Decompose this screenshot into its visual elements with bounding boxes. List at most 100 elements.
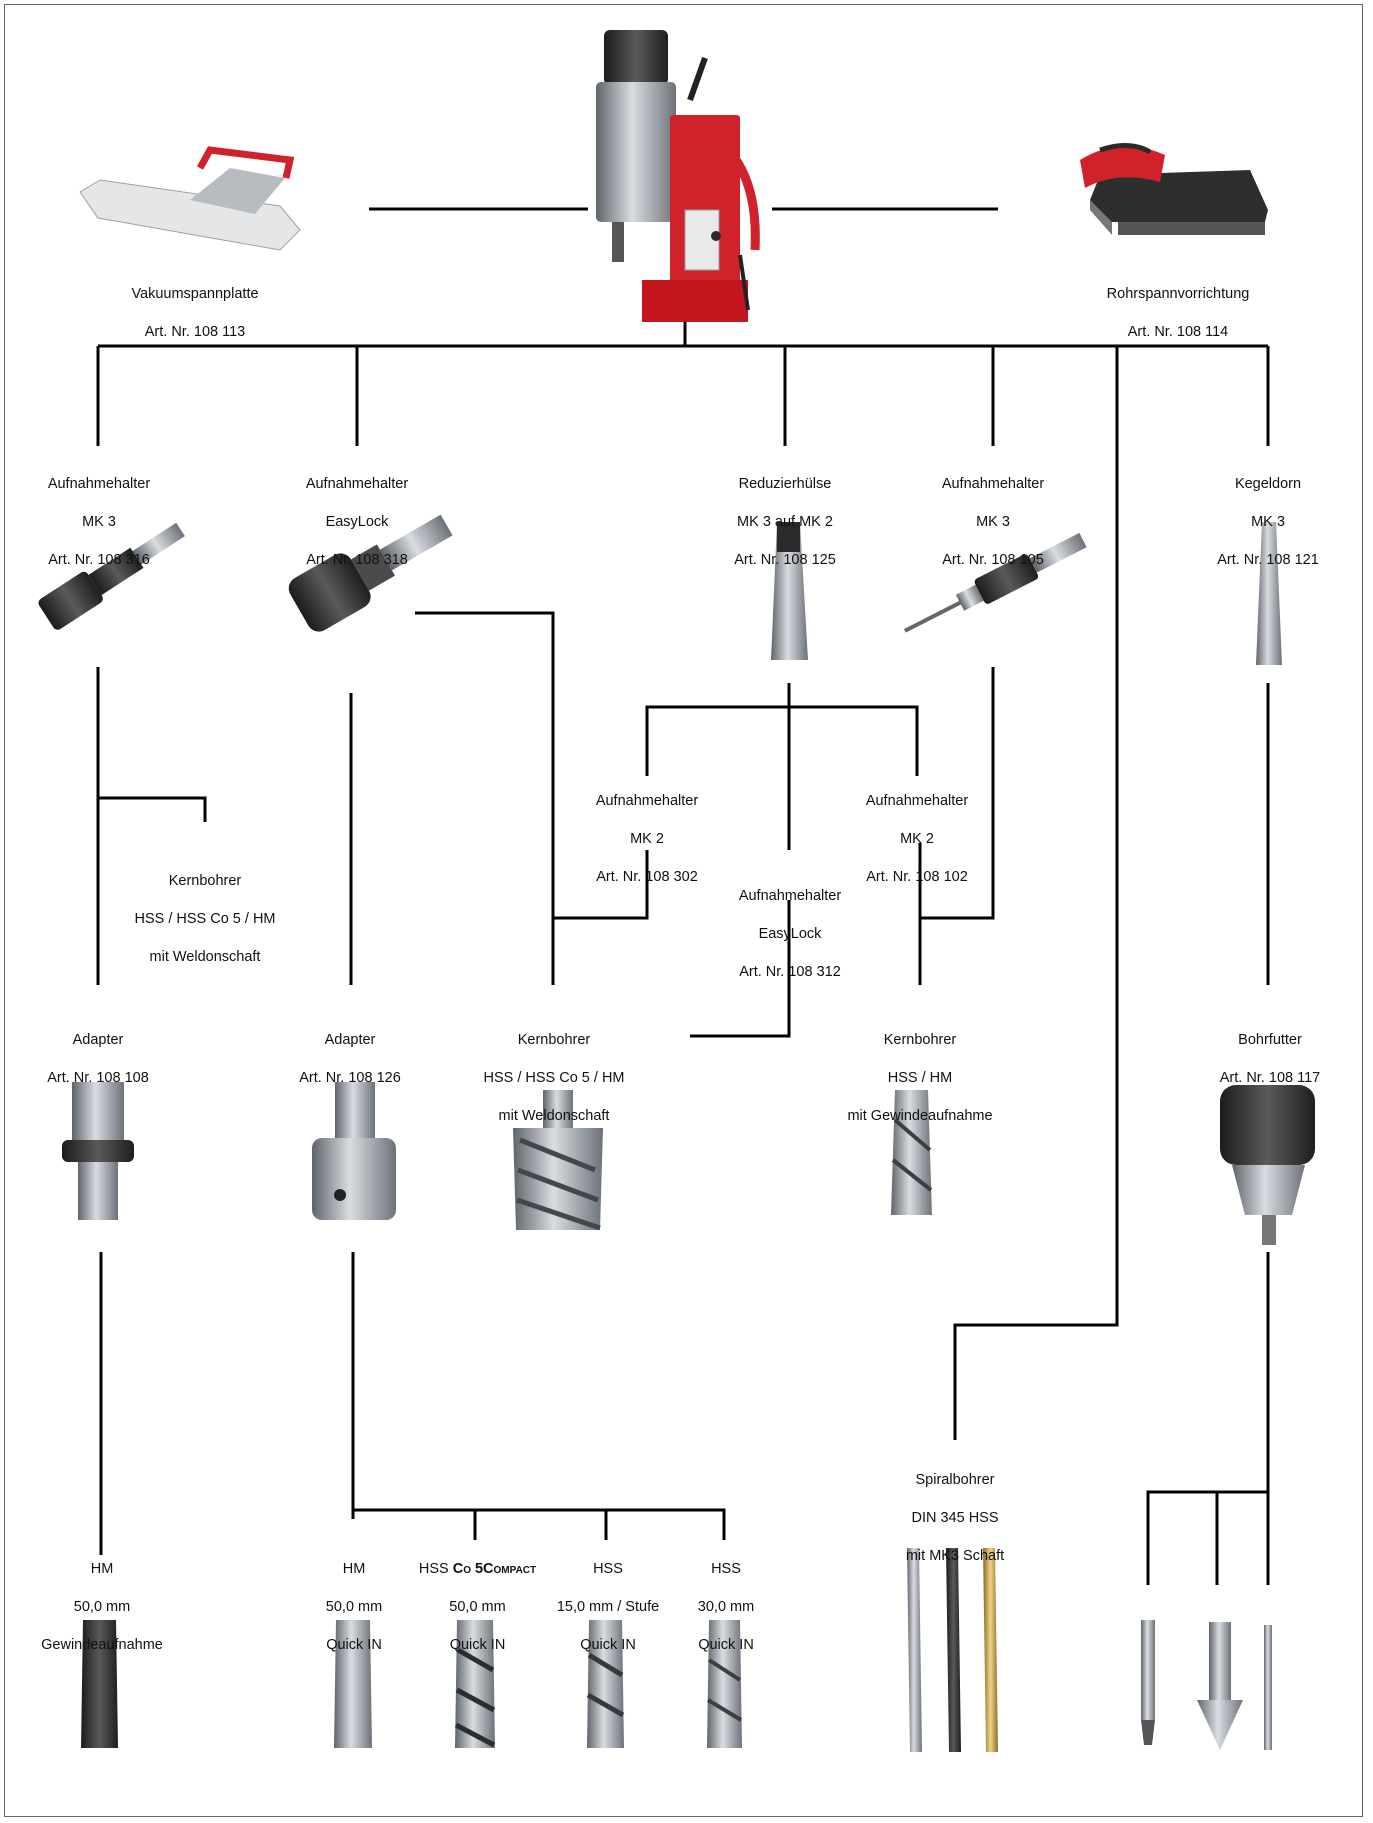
hss-compact-material: HSS Co 5Compact [400,1560,555,1579]
hss-stufe-material: HSS [593,1561,623,1577]
kern-gewinde-material: HSS / HM [887,1070,953,1086]
diagram-frame [4,4,1363,1817]
spiral-standard: DIN 345 HSS [911,1510,999,1526]
reducer-125-type: MK 3 auf MK 2 [737,514,833,530]
pipe-art-nr: Art. Nr. 108 114 [1127,324,1229,340]
connector-spiral [953,346,1119,1440]
core-drill-thread-image [891,1090,933,1215]
vacuum-plate-image [79,146,301,251]
mk3-316-type: MK 3 [82,514,116,530]
mk3-316-name: Aufnahmehalter [47,476,151,492]
hss-compact-shank: Quick IN [449,1637,506,1653]
reducer-125-art-nr: Art. Nr. 108 125 [734,552,836,568]
label-vacuum-plate: Vakuumspannplatte Art. Nr. 108 113 [110,266,280,361]
core-drill-weldon-image [513,1090,603,1231]
label-bohrfutter-117: Bohrfutter Art. Nr. 108 117 [1190,1012,1350,1107]
hm-quick-shank: Quick IN [326,1637,382,1653]
label-pipe-clamp: Rohrspannvorrichtung Art. Nr. 108 114 [1078,266,1278,361]
connector-lines [96,207,1270,1585]
bohrfutter-117-art-nr: Art. Nr. 108 117 [1219,1070,1321,1086]
label-kern-weldon-left: Kernbohrer HSS / HSS Co 5 / HM mit Weldo… [110,853,300,986]
adapter-126-image [312,1082,396,1220]
hm-quick-material: HM [342,1561,366,1577]
kegeldorn-121-art-nr: Art. Nr. 108 121 [1217,552,1319,568]
connector-125-split [645,705,919,776]
mk2-302-art-nr: Art. Nr. 108 302 [596,869,698,885]
label-mk2-102: Aufnahmehalter MK 2 Art. Nr. 108 102 [836,773,998,906]
label-hss-stufe: HSS 15,0 mm / Stufe Quick IN [538,1541,678,1674]
label-easylock-318: Aufnahmehalter EasyLock Art. Nr. 108 318 [277,456,437,589]
core-drill-hm-quick-image [334,1620,372,1748]
label-hm-gewinde: HM 50,0 mm Gewindeaufnahme [22,1541,182,1674]
easylock-312-type: EasyLock [758,926,822,942]
hss-compact-size: 50,0 mm [449,1599,506,1615]
easylock-318-type: EasyLock [325,514,389,530]
core-drill-stufe-image [586,1620,625,1748]
label-kern-weldon-mid: Kernbohrer HSS / HSS Co 5 / HM mit Weldo… [459,1012,649,1145]
label-mk3-105: Aufnahmehalter MK 3 Art. Nr. 108 105 [913,456,1073,589]
kegeldorn-121-type: MK 3 [1251,514,1285,530]
adapter-108-art-nr: Art. Nr. 108 108 [47,1070,149,1086]
label-adapter-108: Adapter Art. Nr. 108 108 [23,1012,173,1107]
drill-chuck-image [1220,1085,1315,1245]
holder-easylock-318-image [288,514,453,632]
twist-drills-image [907,1548,998,1752]
label-adapter-126: Adapter Art. Nr. 108 126 [275,1012,425,1107]
vacuum-name: Vakuumspannplatte [131,286,259,302]
easylock-318-name: Aufnahmehalter [305,476,409,492]
pipe-clamp-image [1080,143,1268,235]
hss-compact-hss: HSS [418,1561,453,1577]
label-hm-quick: HM 50,0 mm Quick IN [304,1541,404,1674]
connector-316-kern [98,796,207,822]
label-hss-compact: HSS Co 5Compact 50,0 mm Quick IN [400,1541,555,1674]
kern-gewinde-shank: mit Gewindeaufnahme [847,1108,993,1124]
hss-stufe-shank: Quick IN [580,1637,636,1653]
hss-stufe-size: 15,0 mm / Stufe [556,1599,660,1615]
hm-gewinde-material: HM [90,1561,114,1577]
connector-312-down [690,900,791,1038]
pipe-name: Rohrspannvorrichtung [1106,286,1250,302]
hm-quick-size: 50,0 mm [325,1599,383,1615]
kern-weldon-left-name: Kernbohrer [168,873,242,889]
taper-arbor-image [1256,522,1282,665]
hss-30-size: 30,0 mm [697,1599,755,1615]
chuck-tools-image [1141,1620,1272,1750]
hss-compact-brand: Co 5Compact [452,1561,537,1577]
core-drill-hm-thread-image [81,1620,118,1748]
easylock-312-name: Aufnahmehalter [738,888,842,904]
hss-30-shank: Quick IN [698,1637,754,1653]
connector-117-down [1146,1252,1270,1585]
connector-quickin-bus [351,1508,726,1540]
bohrfutter-117-name: Bohrfutter [1238,1032,1302,1048]
easylock-318-art-nr: Art. Nr. 108 318 [306,552,408,568]
label-kern-gewinde: Kernbohrer HSS / HM mit Gewindeaufnahme [825,1012,1015,1145]
spiral-shank: mit MK3 Schaft [905,1548,1005,1564]
adapter-126-name: Adapter [324,1032,376,1048]
spiral-name: Spiralbohrer [915,1472,995,1488]
mk2-302-type: MK 2 [630,831,664,847]
magnetic-drill-image [596,30,760,322]
label-hss-30: HSS 30,0 mm Quick IN [676,1541,776,1674]
mk3-316-art-nr: Art. Nr. 108 316 [48,552,150,568]
mk2-102-type: MK 2 [900,831,934,847]
easylock-312-art-nr: Art. Nr. 108 312 [739,964,841,980]
connector-105-join [920,667,995,920]
holder-mk3-316-image [38,522,185,630]
label-reducer-125: Reduzierhülse MK 3 auf MK 2 Art. Nr. 108… [705,456,865,589]
mk2-102-name: Aufnahmehalter [865,793,969,809]
adapter-108-image [62,1082,134,1220]
core-drill-30-image [706,1620,743,1748]
label-spiral: Spiralbohrer DIN 345 HSS mit MK3 Schaft [872,1452,1038,1585]
hm-gewinde-shank: Gewindeaufnahme [41,1637,163,1653]
mk2-102-art-nr: Art. Nr. 108 102 [866,869,968,885]
adapter-126-art-nr: Art. Nr. 108 126 [299,1070,401,1086]
kern-weldon-mid-name: Kernbohrer [517,1032,591,1048]
kegeldorn-121-name: Kegeldorn [1234,476,1302,492]
reducer-sleeve-image [771,522,808,660]
kern-gewinde-name: Kernbohrer [883,1032,957,1048]
label-kegeldorn-121: Kegeldorn MK 3 Art. Nr. 108 121 [1188,456,1348,589]
mk3-105-type: MK 3 [976,514,1010,530]
holder-mk3-105-image [903,532,1087,633]
mk2-302-name: Aufnahmehalter [595,793,699,809]
